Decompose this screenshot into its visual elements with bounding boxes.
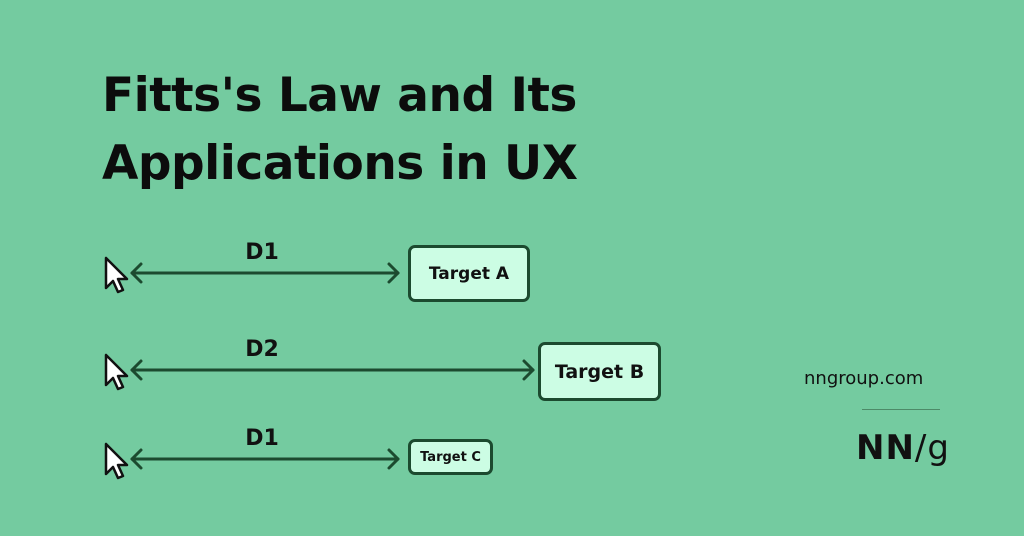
target-b: Target B (538, 342, 661, 401)
page-title: Fitts's Law and Its Applications in UX (102, 62, 578, 198)
title-line-2: Applications in UX (102, 136, 578, 191)
distance-arrow-3 (130, 448, 400, 470)
target-a: Target A (408, 245, 530, 302)
distance-arrow-2 (130, 359, 535, 381)
divider (862, 409, 940, 410)
distance-label-1: D1 (245, 240, 279, 265)
cursor-icon (104, 353, 129, 391)
nng-logo: NN/g (856, 428, 950, 468)
distance-label-2: D2 (245, 337, 279, 362)
target-c: Target C (408, 439, 493, 475)
distance-label-3: D1 (245, 426, 279, 451)
cursor-icon (104, 256, 129, 294)
cursor-icon (104, 442, 129, 480)
title-line-1: Fitts's Law and Its (102, 68, 577, 123)
logo-rest: /g (914, 428, 950, 468)
logo-bold: NN (856, 428, 915, 468)
distance-arrow-1 (130, 262, 400, 284)
site-url: nngroup.com (804, 368, 924, 389)
